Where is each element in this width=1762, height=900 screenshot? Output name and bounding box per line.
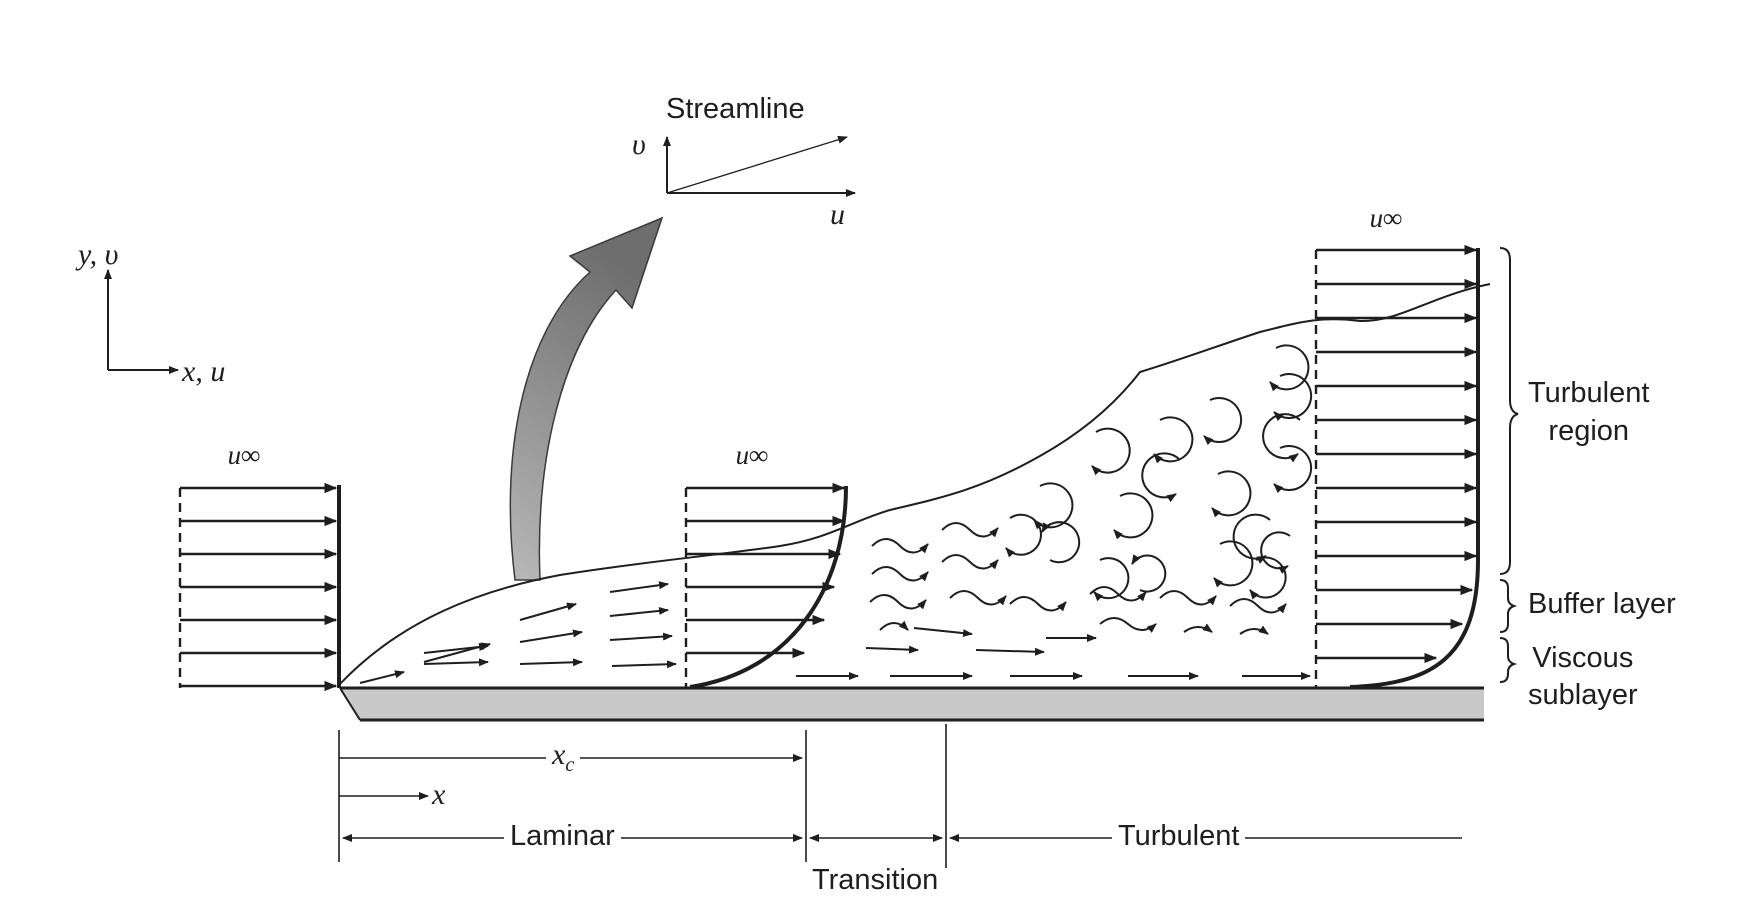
- viscous-sublayer-label: Viscous sublayer: [1528, 642, 1638, 712]
- u-infinity-label-laminar: u∞: [735, 440, 769, 470]
- turbulent-eddies: [869, 344, 1313, 635]
- buffer-layer-label: Buffer layer: [1528, 588, 1676, 620]
- near-wall-flow-arrows: [796, 627, 1311, 680]
- turbulent-label: Turbulent: [1112, 822, 1246, 851]
- boundary-layer-edge: [337, 283, 1491, 687]
- u-infinity-label-turbulent: u∞: [1369, 203, 1403, 233]
- streamline-inset: [663, 135, 856, 197]
- region-braces: [1499, 247, 1519, 683]
- transition-label: Transition: [812, 864, 939, 896]
- laminar-flow-arrows: [359, 581, 677, 684]
- turbulent-velocity-profile: [1314, 244, 1480, 689]
- x-axis-label: x, u: [182, 355, 226, 388]
- turbulent-region-label: Turbulent region: [1528, 377, 1650, 447]
- curved-up-arrow-icon: [509, 216, 664, 581]
- v-axis-label: υ: [632, 128, 646, 161]
- laminar-label: Laminar: [504, 822, 621, 851]
- laminar-velocity-profile: [684, 482, 848, 689]
- u-axis-label: u: [830, 198, 845, 231]
- flat-plate: [339, 686, 1484, 722]
- inlet-velocity-profile: [178, 482, 341, 692]
- xy-axes: [104, 269, 179, 374]
- u-infinity-label-inlet: u∞: [227, 440, 261, 470]
- x-c-label: xc: [546, 740, 581, 775]
- x-label: x: [432, 778, 446, 811]
- y-axis-label: y, υ: [78, 238, 119, 271]
- streamline-label: Streamline: [666, 93, 805, 125]
